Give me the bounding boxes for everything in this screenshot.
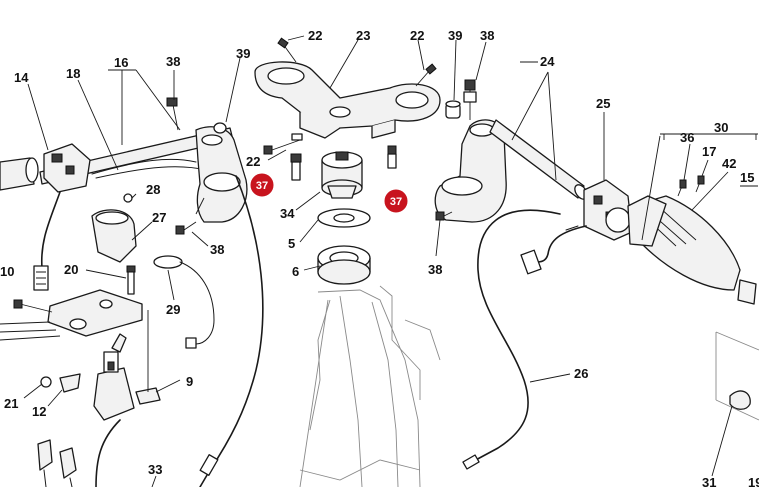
bolt-20 — [126, 265, 136, 295]
bolt-38-lower-left — [175, 221, 197, 235]
screw-36 — [677, 179, 687, 197]
callout-24: 24 — [540, 54, 555, 69]
clutch-cable — [199, 175, 264, 487]
bearing-6 — [317, 245, 371, 285]
washer-21 — [40, 376, 52, 388]
screw-17 — [695, 175, 705, 193]
right-switch-housing — [583, 179, 633, 241]
callout-42: 42 — [722, 156, 736, 171]
callout-9: 9 — [186, 374, 193, 389]
callout-33: 33 — [148, 462, 162, 477]
top-triple-clamp — [254, 61, 441, 139]
ignition-bracket — [47, 289, 143, 337]
svg-text:37: 37 — [256, 180, 268, 192]
callout-19: 19 — [748, 475, 759, 487]
callout-22: 22 — [410, 28, 424, 43]
left-clipon-clamp — [195, 126, 248, 223]
callout-18: 18 — [66, 66, 80, 81]
callout-38: 38 — [210, 242, 224, 257]
bar-end-31 — [729, 390, 751, 410]
pin-near-37-left — [290, 153, 302, 181]
badge-37-left: 37 — [249, 172, 275, 198]
choke-cable — [91, 158, 197, 175]
bolt-38-left — [166, 97, 179, 131]
callout-39: 39 — [236, 46, 250, 61]
pin-near-37-right — [387, 145, 397, 169]
bolt-22-top-right — [415, 63, 437, 87]
callout-26: 26 — [574, 366, 588, 381]
callout-14: 14 — [14, 70, 29, 85]
ignition-switch — [93, 333, 135, 487]
callout-23: 23 — [356, 28, 370, 43]
keys — [37, 439, 77, 487]
immobiliser-antenna-29 — [153, 255, 215, 349]
callout-15: 15 — [740, 170, 754, 185]
callout-17: 17 — [702, 144, 716, 159]
svg-text:37: 37 — [390, 196, 402, 208]
callout-28: 28 — [146, 182, 160, 197]
callout-16: 16 — [114, 55, 128, 70]
bolt-10 — [13, 299, 53, 313]
screw-28 — [123, 193, 133, 203]
callout-38: 38 — [428, 262, 442, 277]
ghost-bracket-right — [715, 331, 759, 421]
callout-12: 12 — [32, 404, 46, 419]
throttle-grip — [627, 195, 757, 305]
callout-27: 27 — [152, 210, 166, 225]
frame-ghost — [299, 285, 441, 487]
callout-38: 38 — [480, 28, 494, 43]
left-switch-housing — [33, 143, 91, 291]
callout-5: 5 — [288, 236, 295, 251]
callout-labels: 14 18 16 38 39 22 23 22 39 38 24 25 30 3… — [0, 28, 759, 487]
bolt-38-top-right — [463, 79, 477, 120]
bushing-39-left — [213, 122, 227, 134]
right-switch-harness — [520, 225, 587, 275]
bolt-22-top-left — [277, 37, 297, 63]
washer-5 — [317, 208, 371, 228]
callout-20: 20 — [64, 262, 78, 277]
bushing-39-right — [445, 100, 461, 119]
callout-38: 38 — [166, 54, 180, 69]
callout-22: 22 — [246, 154, 260, 169]
callout-31: 31 — [702, 475, 716, 487]
callout-21: 21 — [4, 396, 18, 411]
left-edge-leads — [0, 321, 61, 341]
callout-22: 22 — [308, 28, 322, 43]
callout-30: 30 — [714, 120, 728, 135]
throttle-cable — [471, 209, 561, 463]
clip-12 — [59, 373, 81, 393]
callout-39: 39 — [448, 28, 462, 43]
badge-37-right: 37 — [383, 188, 409, 214]
callout-25: 25 — [596, 96, 610, 111]
callout-29: 29 — [166, 302, 180, 317]
leader-lines — [23, 35, 733, 487]
callout-6: 6 — [292, 264, 299, 279]
steering-nut — [321, 151, 363, 199]
bolt-22-middle — [263, 133, 303, 155]
ignition-bracket-9 — [135, 310, 161, 405]
callout-34: 34 — [280, 206, 295, 221]
ignition-cover — [91, 209, 137, 263]
callout-10: 10 — [0, 264, 14, 279]
callout-36: 36 — [680, 130, 694, 145]
